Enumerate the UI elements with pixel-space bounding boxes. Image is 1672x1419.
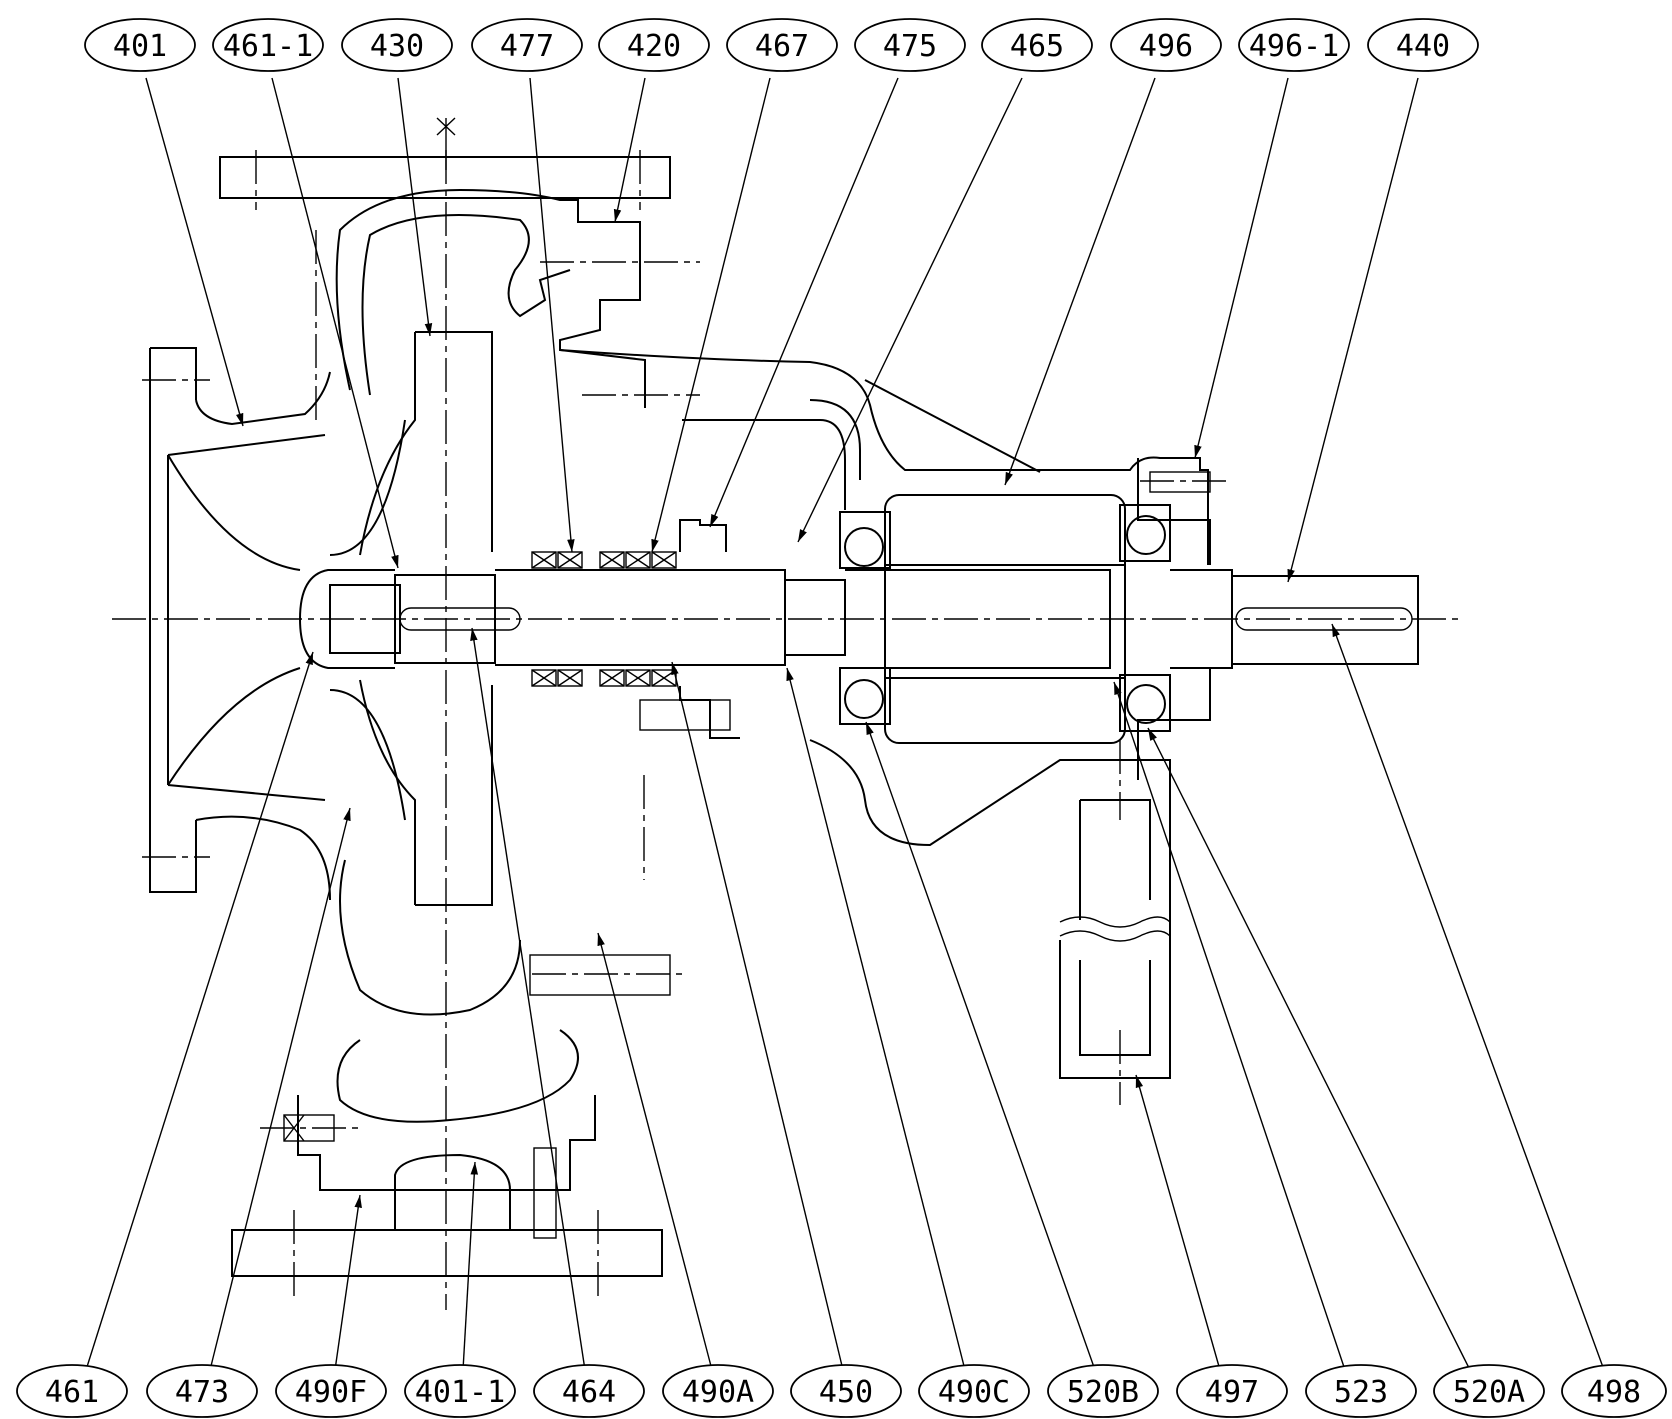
part-number-523: 523 [1334,1375,1388,1410]
part-balloon-450: 450 [790,1364,902,1418]
part-balloon-496-1: 496-1 [1238,18,1350,72]
part-number-464: 464 [562,1375,616,1410]
part-balloon-461-1: 461-1 [212,18,324,72]
part-number-497: 497 [1205,1375,1259,1410]
part-number-490C: 490C [938,1375,1010,1410]
balloons-top: 401 461-1 430 477 420 467 475 465 496 49… [84,18,1479,72]
part-number-496-1: 496-1 [1249,29,1339,64]
part-balloon-467: 467 [726,18,838,72]
part-balloon-420: 420 [598,18,710,72]
part-balloon-430: 430 [341,18,453,72]
part-balloon-523: 523 [1305,1364,1417,1418]
part-balloon-465: 465 [981,18,1093,72]
part-number-450: 450 [819,1375,873,1410]
balloons-bottom: 461 473 490F 401-1 464 490A 450 490C 520… [16,1364,1667,1418]
part-number-465: 465 [1010,29,1064,64]
part-balloon-496: 496 [1110,18,1222,72]
part-number-477: 477 [500,29,554,64]
part-number-475: 475 [883,29,937,64]
part-number-401: 401 [113,29,167,64]
part-balloon-520B: 520B [1047,1364,1159,1418]
part-balloon-401-1: 401-1 [404,1364,516,1418]
part-number-473: 473 [175,1375,229,1410]
part-balloon-401: 401 [84,18,196,72]
part-number-430: 430 [370,29,424,64]
part-number-520B: 520B [1067,1375,1139,1410]
part-number-440: 440 [1396,29,1450,64]
pump-geometry [149,117,1419,1277]
part-number-467: 467 [755,29,809,64]
part-number-461-1: 461-1 [223,29,313,64]
part-number-520A: 520A [1453,1375,1525,1410]
part-balloon-473: 473 [146,1364,258,1418]
part-balloon-490C: 490C [918,1364,1030,1418]
part-balloon-520A: 520A [1433,1364,1545,1418]
part-number-461: 461 [45,1375,99,1410]
part-balloon-490A: 490A [662,1364,774,1418]
part-balloon-440: 440 [1367,18,1479,72]
part-balloon-477: 477 [471,18,583,72]
leader-lines [85,77,1605,1371]
part-number-490A: 490A [682,1375,754,1410]
part-number-496: 496 [1139,29,1193,64]
part-balloon-490F: 490F [275,1364,387,1418]
part-number-498: 498 [1587,1375,1641,1410]
part-balloon-475: 475 [854,18,966,72]
part-number-401-1: 401-1 [415,1375,505,1410]
part-balloon-464: 464 [533,1364,645,1418]
part-balloon-498: 498 [1561,1364,1667,1418]
part-balloon-461: 461 [16,1364,128,1418]
part-balloon-497: 497 [1176,1364,1288,1418]
part-number-490F: 490F [295,1375,367,1410]
part-number-420: 420 [627,29,681,64]
